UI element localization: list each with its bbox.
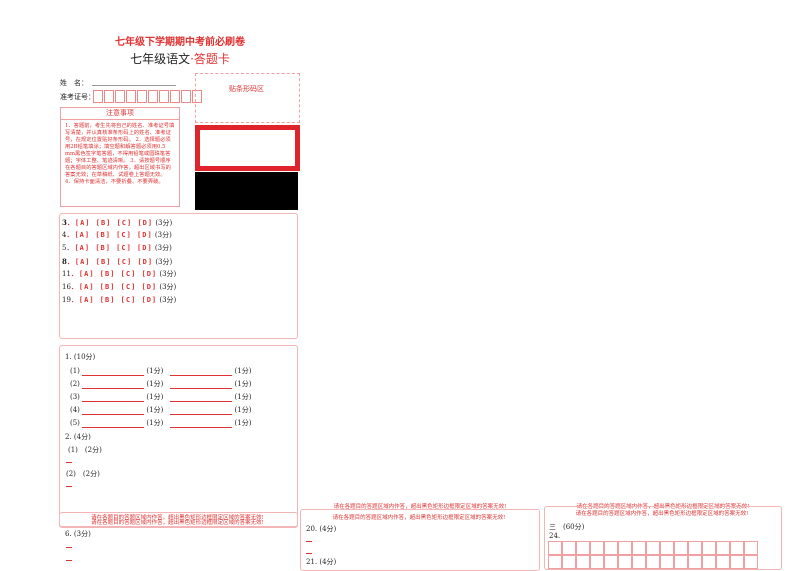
q6-answer-line[interactable]	[66, 560, 72, 561]
q21-title: 21. (4分)	[306, 558, 337, 566]
barcode-label: 贴条形码区	[229, 85, 264, 93]
barcode-area	[195, 73, 300, 123]
q6-title: 6. (3分)	[65, 530, 91, 538]
mc-list: 3．[A] [B] [C] [D] (3分) 4．[A] [B] [C] [D]…	[62, 216, 176, 307]
mc-row[interactable]: 4．[A] [B] [C] [D] (3分)	[62, 231, 172, 239]
name-label: 姓 名：	[60, 79, 88, 87]
warning-text: 请在各题目的答题区域内作答，超出黑色矩形边框限定区域的答案无效!	[91, 515, 264, 521]
q20-answer-line[interactable]	[306, 553, 312, 554]
q2-sub2: (2) (2分)	[66, 470, 100, 478]
warning-text: 请在各题目的答题区域内作答，超出黑色矩形边框限定区域的答案无效!	[333, 504, 507, 510]
warning-text: 请在各题目的答题区域内作答，超出黑色矩形边框限定区域的答案无效!	[576, 504, 750, 510]
q1-panel	[59, 345, 298, 527]
black-marker-block	[195, 172, 298, 210]
mc-row[interactable]: 19．[A] [B] [C] [D] (3分)	[62, 296, 177, 304]
q2-sub1: (1) (2分)	[68, 446, 102, 454]
warning-text: 请在各题目的答题区域内作答，超出黑色矩形边框限定区域的答案无效!	[332, 515, 506, 521]
q1-title: 1. (10分)	[65, 353, 96, 361]
name-field[interactable]	[92, 77, 176, 86]
q2-answer-line[interactable]	[66, 462, 72, 463]
notice-title: 注意事项	[61, 108, 179, 120]
warning-text: 请在各题目的答题区域内作答，超出黑色矩形边框限定区域的答案无效!	[575, 511, 749, 517]
mc-row[interactable]: 3．[A] [B] [C] [D] (3分)	[62, 218, 173, 227]
warning-text: 请在各题目的答题区域内作答，超出黑色矩形边框限定区域的答案无效!	[91, 520, 264, 526]
q6-answer-line[interactable]	[66, 547, 72, 548]
q20-title: 20. (4分)	[306, 525, 337, 533]
notice-box: 注意事项 1．答题前，考生先将自己的姓名、准考证号填写清楚，并认真核准条形码上的…	[60, 107, 180, 207]
subject-suffix: ·答题卡	[190, 52, 230, 66]
q24-number: 24.	[549, 532, 561, 540]
exam-title: 七年级下学期期中考前必刷卷	[115, 37, 245, 48]
q2-title: 2. (4分)	[65, 433, 91, 441]
section-three-title: 三 (60分)	[549, 523, 585, 531]
id-label: 准考证号：	[60, 93, 95, 101]
mc-row[interactable]: 8．[A] [B] [C] [D] (3分)	[62, 257, 173, 266]
warning-bar	[59, 512, 298, 528]
notice-body: 1．答题前，考生先将自己的姓名、准考证号填写清楚，并认真核准条形码上的姓名、准考…	[65, 123, 175, 185]
q20-answer-line[interactable]	[306, 541, 312, 542]
mc-row[interactable]: 16．[A] [B] [C] [D] (3分)	[62, 283, 177, 291]
essay-grid[interactable]	[548, 541, 758, 569]
mc-panel	[59, 213, 298, 339]
exam-subject: 七年级语文·答题卡	[0, 50, 360, 67]
mc-row[interactable]: 11．[A] [B] [C] [D] (3分)	[62, 270, 177, 278]
subject-name: 七年级语文	[130, 52, 191, 66]
id-boxes[interactable]	[93, 90, 203, 103]
correct-fill-sample	[195, 125, 300, 171]
mc-row[interactable]: 5．[A] [B] [C] [D] (3分)	[62, 244, 172, 252]
q1-blanks: (1) (1分) (1分) (2) (1分) (1分) (3) (1分) (1分…	[70, 367, 252, 428]
q2-answer-line[interactable]	[66, 486, 72, 487]
